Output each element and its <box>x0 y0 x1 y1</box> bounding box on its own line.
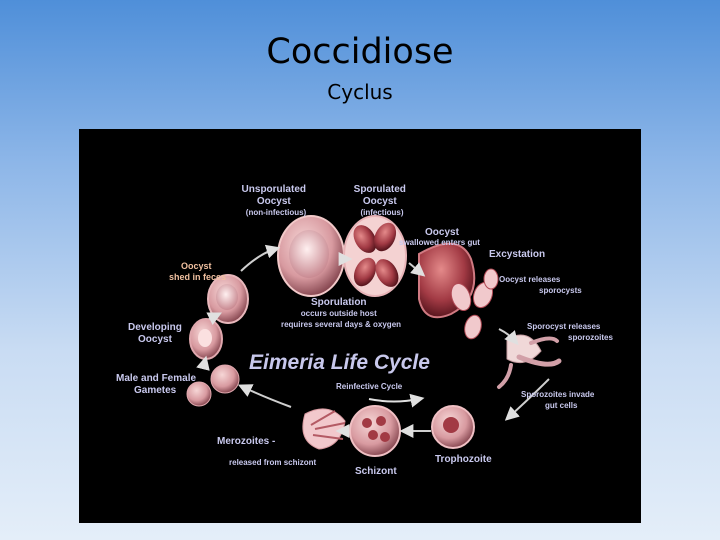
sporulated-oocyst-image <box>343 215 407 297</box>
gametes-label: Male and Female Gametes <box>116 368 200 396</box>
trophozoite-image <box>431 405 475 449</box>
sporulation-label: Sporulation occurs outside host requires… <box>281 292 401 329</box>
sporulated-oocyst-label: Sporulated Oocyst (infectious) <box>354 179 411 217</box>
diagram-center-title: Eimeria Life Cycle <box>249 351 430 374</box>
schizont-image <box>349 405 401 457</box>
oocyst-swallowed-label: Oocyst swallowed enters gut <box>399 222 480 247</box>
reinfective-cycle-label: Reinfective Cycle <box>336 382 403 391</box>
life-cycle-diagram: Eimeria Life Cycle Unsporulated Oocyst (… <box>79 129 641 523</box>
slide-title: Coccidiose <box>266 32 454 72</box>
cycle-arrows <box>196 244 550 438</box>
unsporulated-oocyst-label: Unsporulated Oocyst (non-infectious) <box>242 179 311 217</box>
excystation-image <box>418 242 499 340</box>
developing-oocyst-image <box>189 318 223 360</box>
sporozoites-image <box>497 334 562 389</box>
merozoites-label: Merozoites - released from schizont <box>217 431 316 467</box>
slide-subtitle: Cyclus <box>327 80 393 104</box>
sporocyst-releases-label: Sporocyst releases sporozoites <box>527 316 613 342</box>
trophozoite-label: Trophozoite <box>435 454 492 465</box>
excystation-label: Excystation <box>489 249 545 260</box>
merozoites-image <box>302 408 346 450</box>
developing-oocyst-label: Developing Oocyst <box>128 317 186 345</box>
gamete-cells-image <box>186 364 240 407</box>
sporozoites-invade-label: Sporozoites invade gut cells <box>521 384 599 410</box>
shed-oocyst-image <box>207 274 249 324</box>
schizont-label: Schizont <box>355 466 397 477</box>
unsporulated-oocyst-image <box>277 215 345 297</box>
reinfective-arrow-image <box>368 393 425 408</box>
oocyst-shed-label: Oocyst shed in feces <box>169 256 226 282</box>
oocyst-releases-label: Oocyst releases sporocysts <box>499 269 582 295</box>
